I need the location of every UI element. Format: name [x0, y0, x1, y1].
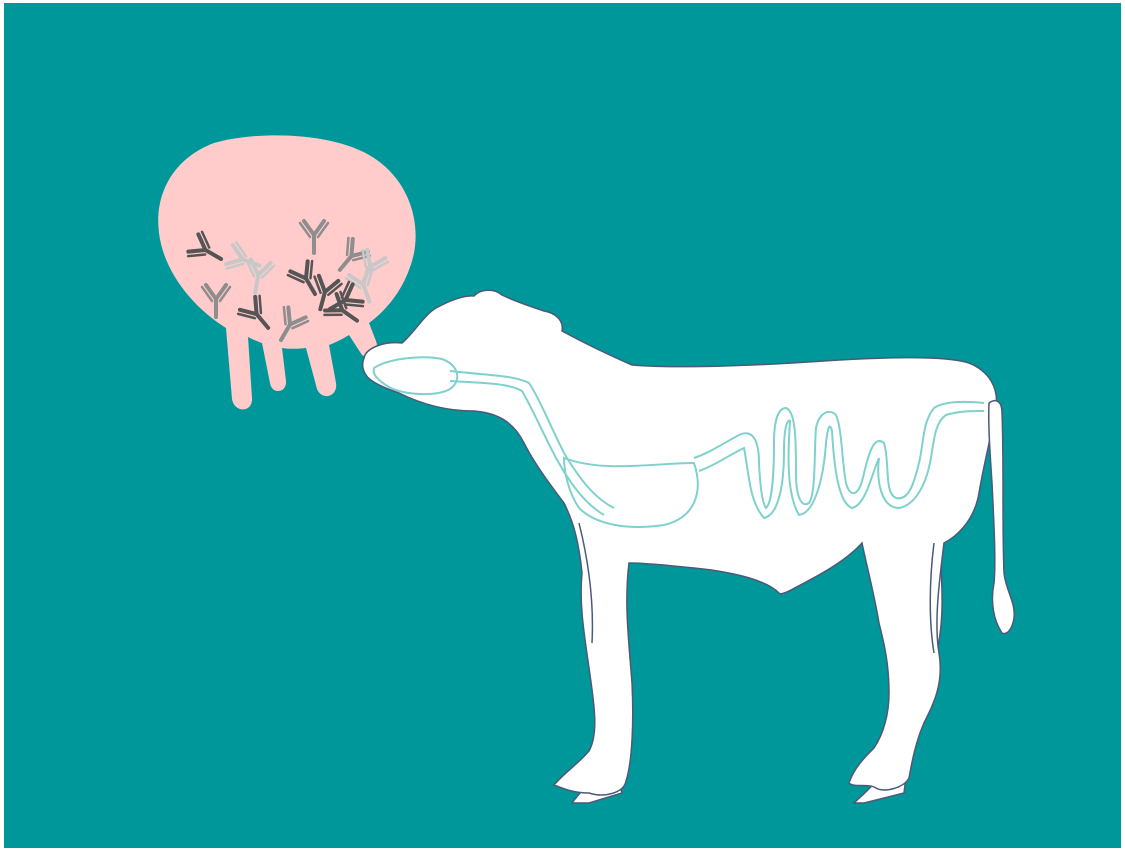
colostrum-illustration	[4, 3, 1121, 848]
illustration-canvas	[4, 3, 1121, 848]
